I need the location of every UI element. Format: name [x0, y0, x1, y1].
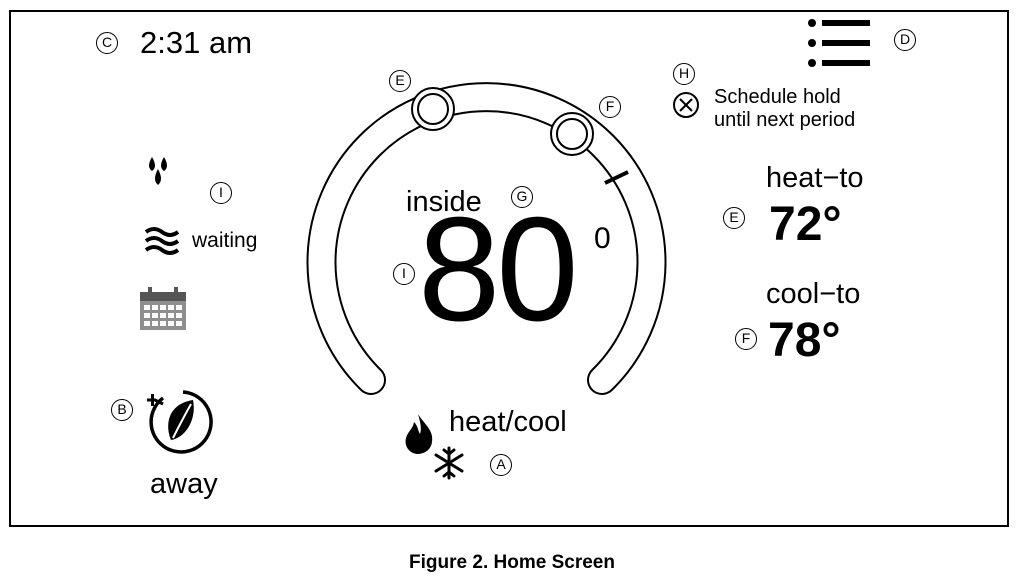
schedule-hold-line1: Schedule hold [714, 86, 841, 108]
cool-handle-icon [550, 112, 594, 156]
schedule-hold-line2: until next period [714, 109, 856, 131]
humidity-icon [149, 157, 167, 185]
callout-a: A [490, 454, 512, 476]
callout-f-dial: F [599, 96, 621, 118]
cool-to-label: cool−to [766, 278, 861, 310]
cancel-hold-button[interactable] [671, 90, 701, 120]
calendar-icon [140, 287, 186, 330]
heat-setpoint-handle[interactable] [411, 87, 455, 131]
menu-icon [808, 19, 870, 67]
fan-icon [144, 227, 180, 255]
heat-to-value[interactable]: 72° [769, 198, 842, 251]
cool-to-value[interactable]: 78° [768, 314, 841, 367]
callout-i-center: I [393, 263, 415, 285]
callout-g: G [511, 186, 533, 208]
callout-e-right: E [723, 207, 745, 229]
clock-time: 2:31 am [140, 25, 253, 60]
callout-d: D [894, 29, 916, 51]
callout-e-dial: E [389, 70, 411, 92]
figure-caption: Figure 2. Home Screen [409, 552, 615, 573]
temperature-unit: 0 [594, 222, 611, 255]
heat-to-label: heat−to [766, 162, 864, 194]
menu-button[interactable] [800, 16, 872, 70]
mode-label: heat/cool [449, 406, 567, 438]
callout-f-right: F [735, 328, 757, 350]
callout-h: H [673, 63, 695, 85]
away-button[interactable] [143, 388, 217, 454]
away-label: away [150, 468, 218, 500]
schedule-button[interactable] [138, 287, 188, 331]
inside-label: inside [406, 186, 482, 218]
close-icon [673, 92, 699, 118]
mode-button[interactable]: heat/cool [400, 404, 580, 484]
snowflake-icon [434, 446, 464, 480]
callout-b: B [111, 399, 133, 421]
callout-i-left: I [210, 182, 232, 204]
heat-handle-icon [411, 87, 455, 131]
cool-setpoint-handle[interactable] [550, 112, 594, 156]
eco-leaf-icon [147, 390, 213, 454]
callout-c: C [96, 32, 118, 54]
inside-temperature: 80 [418, 187, 579, 352]
flame-icon [405, 414, 433, 454]
fan-status: waiting [192, 229, 258, 252]
